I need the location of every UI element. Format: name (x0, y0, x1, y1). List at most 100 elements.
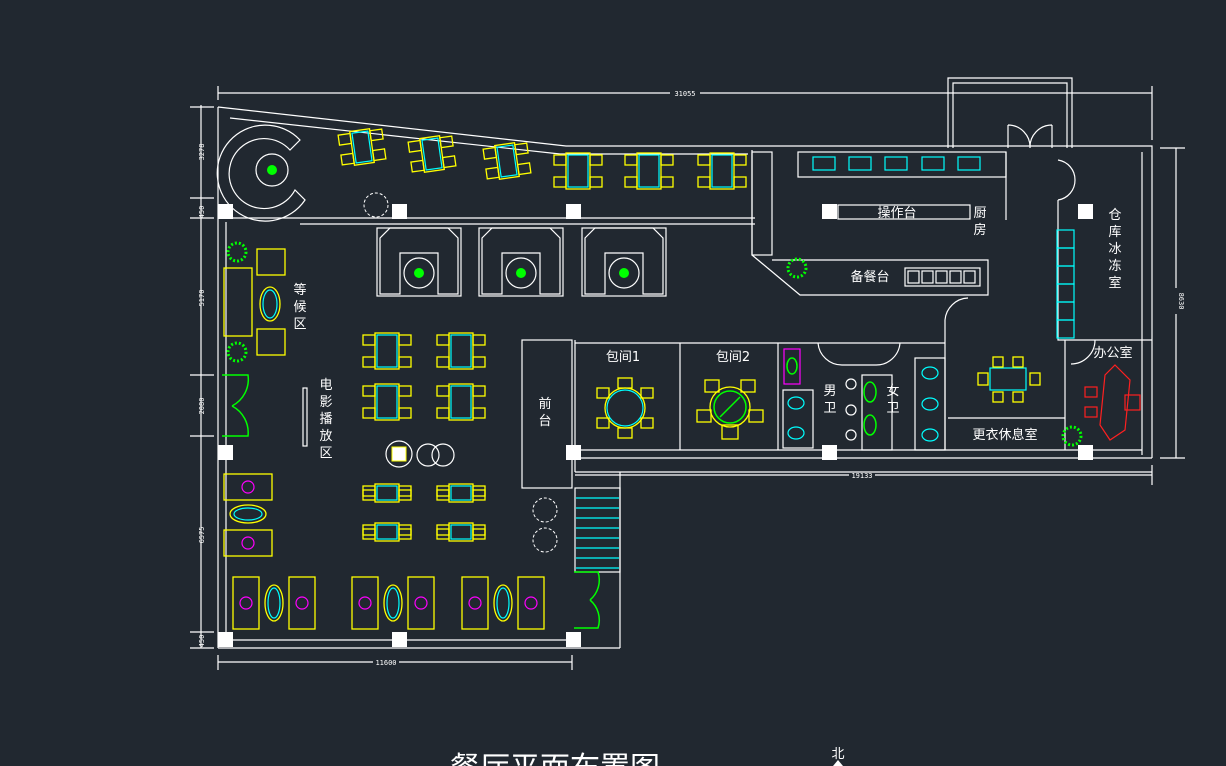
table-top (711, 154, 733, 188)
chair (733, 154, 747, 166)
table-frame (374, 383, 400, 421)
sofa-booth (478, 227, 564, 297)
chair (362, 485, 376, 497)
table-frame (418, 135, 446, 173)
office-desk (1084, 364, 1141, 441)
label-storage-1: 仓 (1108, 208, 1121, 223)
chair (472, 385, 486, 397)
doors[interactable] (222, 124, 1096, 629)
freezer-unit (1056, 319, 1075, 339)
label-waiting-1: 等 (293, 282, 306, 298)
label-movie-4: 放 (319, 429, 332, 444)
table-top (351, 130, 373, 164)
sofa (223, 529, 273, 557)
table-top (567, 154, 589, 188)
chair (398, 528, 412, 540)
sink-icon (949, 270, 962, 284)
chair (398, 356, 412, 368)
sofa-booth (376, 227, 462, 297)
structural-column (392, 632, 407, 647)
label-serving-counter: 备餐台 (850, 269, 889, 285)
chair (441, 155, 457, 169)
cushion-icon (239, 596, 253, 610)
stove-icon (884, 156, 908, 171)
cushion-icon (524, 596, 538, 610)
dining-table (362, 483, 412, 503)
chair (624, 176, 638, 188)
chair (362, 489, 376, 501)
dim-left-4: 2080 (198, 398, 206, 415)
circular-booth (216, 124, 306, 222)
label-womens-1: 女 (886, 383, 899, 399)
sink-icon (907, 270, 920, 284)
dim-left-6: 450 (198, 635, 206, 648)
dining-table (436, 383, 486, 421)
chair (436, 528, 450, 540)
chair (624, 154, 638, 166)
round-table-room-2 (696, 379, 764, 440)
cushion-icon (295, 596, 309, 610)
table-top (450, 485, 472, 501)
table-top (376, 485, 398, 501)
booth-frame (581, 227, 667, 297)
booth-frame (376, 227, 462, 297)
tree-icon (532, 527, 558, 553)
chair (398, 385, 412, 397)
chair (485, 166, 500, 180)
booth-sofa (584, 227, 664, 295)
chair (516, 162, 532, 176)
structural-column (1078, 445, 1093, 460)
table-top (421, 137, 443, 171)
dim-bottom-left: 11600 (375, 659, 396, 667)
table-frame (493, 142, 521, 180)
stove-icon (957, 156, 981, 171)
chair (589, 176, 603, 188)
structural-column (822, 445, 837, 460)
dim-right-total: 8630 (1177, 293, 1185, 310)
round-table-room-1 (596, 377, 654, 439)
table-frame (448, 522, 474, 542)
coffee-table (264, 584, 284, 622)
dining-table (337, 128, 387, 166)
dining-table (436, 332, 486, 370)
booth-table (608, 257, 640, 289)
chair (398, 485, 412, 497)
chair (436, 407, 450, 419)
chair (472, 489, 486, 501)
chair (337, 132, 353, 146)
sink-icon (963, 270, 976, 284)
chair (472, 528, 486, 540)
round-table (385, 440, 413, 468)
table-top (450, 334, 472, 368)
plant-icon (619, 268, 629, 278)
label-storage-4: 冻 (1108, 258, 1121, 274)
table-frame (448, 332, 474, 370)
label-mens-1: 男 (823, 384, 836, 399)
label-womens-2: 卫 (886, 401, 899, 416)
columns (218, 204, 1093, 647)
table-frame (709, 152, 735, 190)
chair (398, 407, 412, 419)
label-operation-counter: 操作台 (877, 205, 916, 221)
chair (362, 385, 376, 397)
stove-icon (848, 156, 872, 171)
sofa (461, 576, 489, 630)
stove-icon (812, 156, 836, 171)
label-storage-3: 冰 (1108, 242, 1121, 257)
sofa (351, 576, 379, 630)
chair (362, 334, 376, 346)
label-movie-3: 播 (319, 412, 332, 427)
label-movie-2: 影 (319, 395, 332, 410)
north-arrow-icon (833, 760, 843, 766)
structural-column (566, 632, 581, 647)
sofa (232, 576, 260, 630)
chair (472, 407, 486, 419)
chair (398, 489, 412, 501)
dining-table (624, 152, 674, 190)
chair (472, 334, 486, 346)
chair (472, 356, 486, 368)
label-kitchen-2: 房 (973, 222, 986, 238)
furniture (216, 124, 1141, 630)
dim-left-1: 3278 (198, 144, 206, 161)
tv-screen (302, 387, 308, 447)
